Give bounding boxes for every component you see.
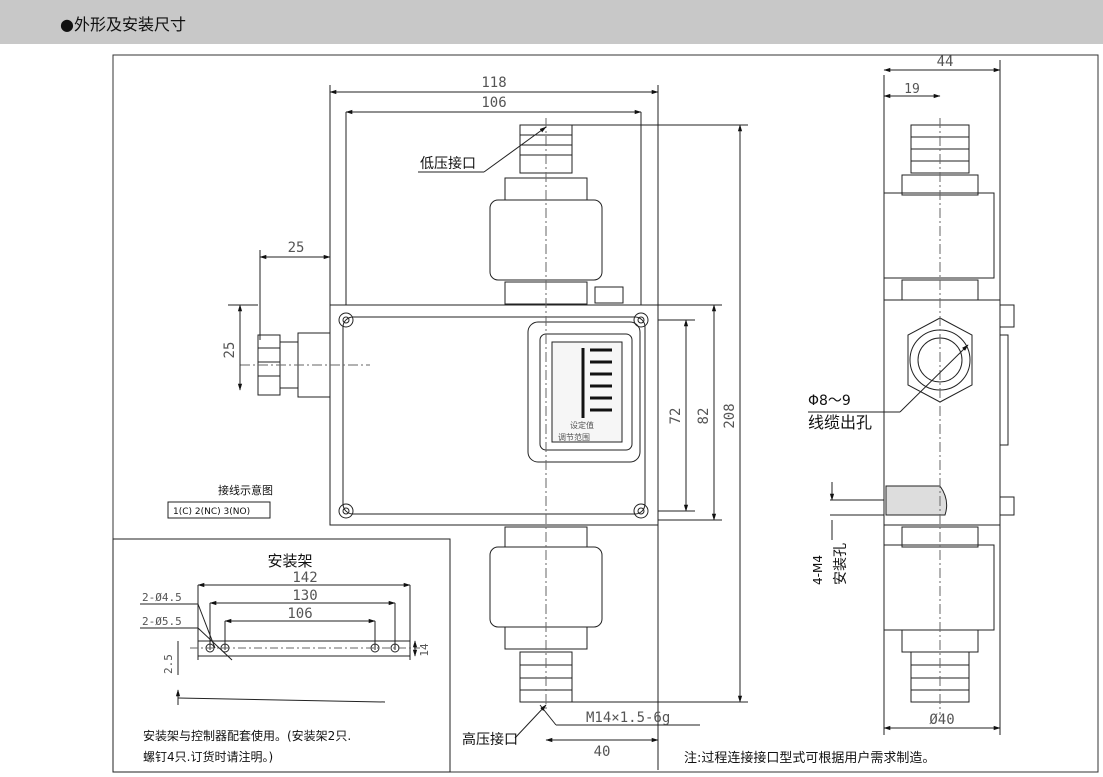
high-pressure-port-label: 高压接口 (462, 731, 518, 748)
front-dim-labels: 118 106 25 25 72 82 208 40 M14×1.5-6g 低压… (222, 75, 738, 760)
bracket-dim-142: 142 (292, 570, 317, 586)
dim-44: 44 (937, 54, 954, 70)
bracket-hole-5-5: 2-Ø5.5 (142, 615, 182, 628)
wiring-diagram: 接线示意图 1(C) 2(NC) 3(NO) (167, 483, 273, 519)
dim-25-vertical: 25 (222, 342, 238, 359)
wiring-text: 1(C) 2(NC) 3(NO) (173, 507, 250, 517)
footnote: 注:过程连接接口型式可根据用户需求制造。 (684, 750, 935, 766)
bracket-dim-130: 130 (292, 588, 317, 604)
section-title: ●外形及安装尺寸 (60, 15, 186, 34)
dim-106: 106 (481, 95, 506, 111)
dim-72: 72 (668, 408, 684, 425)
section-header: ●外形及安装尺寸 (0, 0, 1103, 44)
dim-diameter-40: Ø40 (929, 712, 954, 728)
dim-208: 208 (722, 403, 738, 428)
gauge-text-1: 设定值 (570, 420, 594, 430)
front-dimensions (228, 89, 748, 743)
thread-spec: M14×1.5-6g (586, 710, 670, 726)
wiring-title: 接线示意图 (218, 483, 273, 497)
bracket-dim-106: 106 (287, 606, 312, 622)
cable-size: Φ8～9 (808, 393, 851, 409)
side-dimensions (808, 67, 1001, 731)
bracket-dim-14: 14 (418, 643, 431, 657)
side-dim-labels: 44 19 Ø40 Φ8～9 线缆出孔 4-M4 安装孔 (808, 54, 955, 728)
bracket-hole-4-5: 2-Ø4.5 (142, 591, 182, 604)
front-view (240, 85, 659, 770)
low-pressure-port-label: 低压接口 (420, 155, 476, 172)
dim-25-horizontal: 25 (288, 240, 305, 256)
dim-19: 19 (904, 82, 920, 97)
dim-40-bottom: 40 (594, 744, 611, 760)
drawing-frame (112, 54, 1099, 773)
bracket-note-line1: 安装架与控制器配套使用。(安装架2只. (143, 728, 351, 743)
bracket-panel: 安装架 142 130 106 2-Ø4.5 (112, 538, 451, 773)
bracket-title: 安装架 (267, 552, 312, 570)
cable-outlet-label: 线缆出孔 (808, 413, 872, 432)
mount-hole-label: 安装孔 (833, 543, 849, 585)
mount-size: 4-M4 (811, 555, 825, 585)
bracket-dim-2-5: 2.5 (162, 654, 175, 674)
gauge-text-2: 调节范围 (558, 432, 590, 442)
bracket-note-line2: 螺钉4只.订货时请注明。) (143, 749, 273, 764)
side-view (883, 60, 1015, 735)
dim-118: 118 (481, 75, 506, 91)
dim-82: 82 (696, 408, 712, 425)
